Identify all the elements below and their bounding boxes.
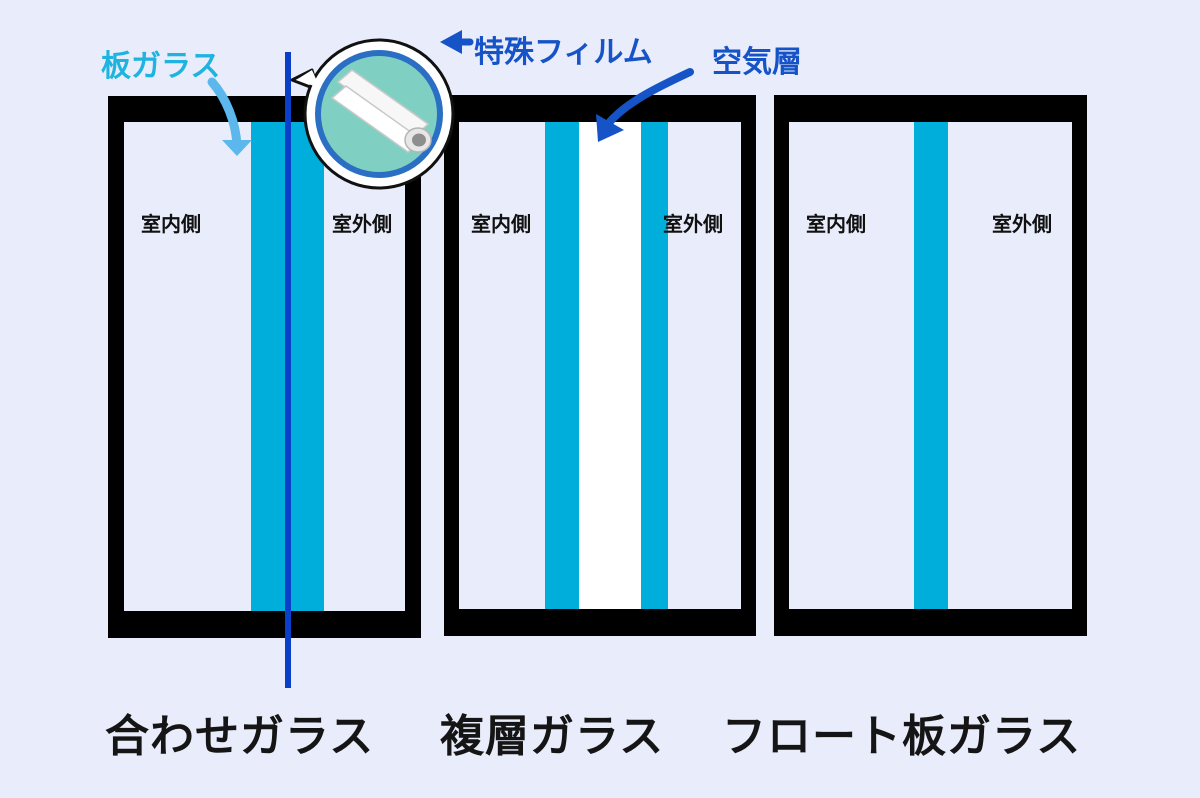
panel-laminated-glass: 室内側 室外側 bbox=[108, 52, 421, 688]
double-outdoor-label: 室外側 bbox=[663, 212, 723, 236]
plate-glass-label: 板ガラス bbox=[101, 49, 220, 84]
film-callout-bubble bbox=[290, 38, 455, 190]
laminated-indoor-label: 室内側 bbox=[141, 212, 201, 236]
caption-laminated-glass: 合わせガラス bbox=[105, 711, 375, 762]
special-film-label: 特殊フィルム bbox=[474, 35, 653, 70]
double-glass-pane-inner bbox=[545, 122, 579, 609]
air-layer-gap bbox=[579, 122, 641, 609]
laminated-outdoor-label: 室外側 bbox=[332, 212, 392, 236]
caption-float-glass: フロート板ガラス bbox=[722, 711, 1082, 762]
panel-double-glazing: 室内側 室外側 bbox=[444, 95, 756, 636]
float-indoor-label: 室内側 bbox=[806, 212, 866, 236]
float-glass-pane bbox=[914, 122, 948, 609]
arrow-icon bbox=[207, 30, 694, 156]
caption-double-glazing: 複層ガラス bbox=[440, 711, 665, 762]
film-roll-icon bbox=[330, 69, 432, 153]
float-outdoor-label: 室外側 bbox=[992, 212, 1052, 236]
panel-float-glass: 室内側 室外側 bbox=[774, 95, 1087, 636]
air-layer-label: 空気層 bbox=[712, 45, 802, 80]
double-glass-pane-outer bbox=[641, 122, 668, 609]
double-indoor-label: 室内側 bbox=[471, 212, 531, 236]
